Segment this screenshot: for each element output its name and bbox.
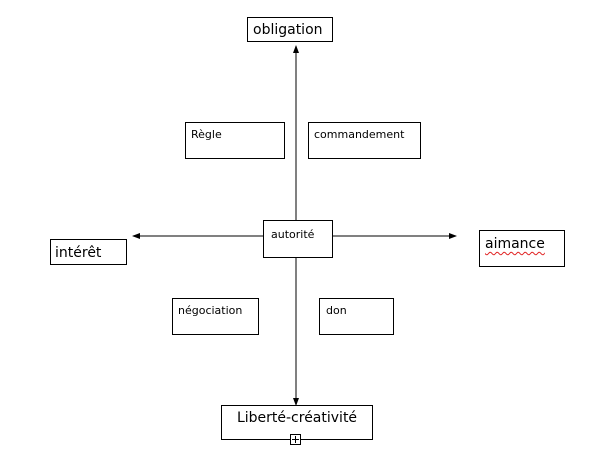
quadrant-regle: Règle (185, 122, 285, 159)
expand-plus-icon[interactable] (290, 434, 301, 445)
axis-right-label: aimance (485, 236, 545, 252)
quadrant-regle-label: Règle (191, 128, 222, 141)
axis-top-label: obligation (253, 22, 323, 38)
axis-bottom-label: Liberté-créativité (236, 410, 358, 426)
quadrant-negociation-label: négociation (178, 304, 243, 317)
quadrant-commandement-label: commandement (314, 128, 405, 141)
axis-left-label: intérêt (55, 245, 102, 261)
axis-top-obligation: obligation (247, 17, 333, 42)
axis-bottom-liberte-creativite: Liberté-créativité (221, 405, 373, 440)
center-autorite: autorité (263, 220, 333, 258)
quadrant-negociation: négociation (172, 298, 259, 335)
quadrant-commandement: commandement (308, 122, 421, 159)
axis-right-aimance: aimance (479, 230, 565, 267)
quadrant-don-label: don (326, 304, 347, 317)
axis-left-interet: intérêt (50, 239, 127, 265)
quadrant-don: don (319, 298, 394, 335)
center-label: autorité (271, 228, 315, 241)
